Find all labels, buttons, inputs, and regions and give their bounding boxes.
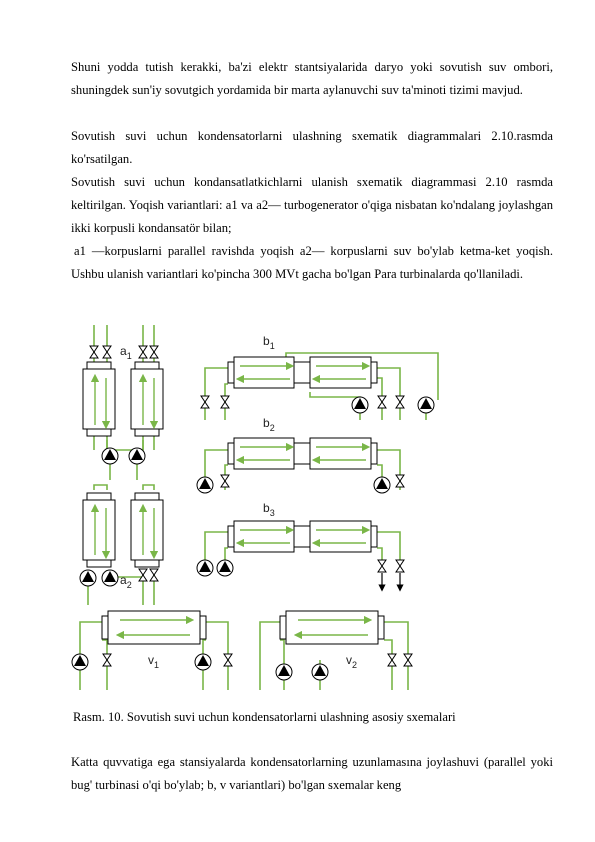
label-b1: b1	[263, 334, 275, 351]
scheme-b3: b3	[196, 501, 405, 592]
figure-caption: Rasm. 10. Sovutish suvi uchun kondensato…	[73, 710, 456, 724]
paragraph-diagram-description: Sovutish suvi uchun kondansatlatkichlarn…	[71, 175, 553, 235]
paragraph-variants: a1 —korpuslarni parallel ravishda yoqish…	[71, 244, 553, 281]
scheme-b1: b1	[200, 334, 439, 420]
paragraph-intro: Shuni yodda tutish kerakki, ba'zi elektr…	[71, 60, 553, 97]
label-v1: v1	[148, 653, 159, 670]
paragraph-large-stations: Katta quvvatiga ega stansiyalarda konden…	[71, 755, 553, 792]
scheme-v1: v1	[71, 610, 233, 690]
label-b2: b2	[263, 416, 275, 433]
scheme-b2: b2	[196, 416, 405, 494]
scheme-a2: a2	[79, 484, 164, 605]
scheme-v2: v2	[259, 610, 413, 690]
label-v2: v2	[346, 653, 357, 670]
paragraph-figure-reference: Sovutish suvi uchun kondensatorlarni ula…	[71, 129, 553, 166]
scheme-a1: a1	[82, 325, 164, 480]
label-a2: a2	[120, 573, 132, 590]
label-b3: b3	[263, 501, 275, 518]
label-a1: a1	[120, 344, 132, 361]
